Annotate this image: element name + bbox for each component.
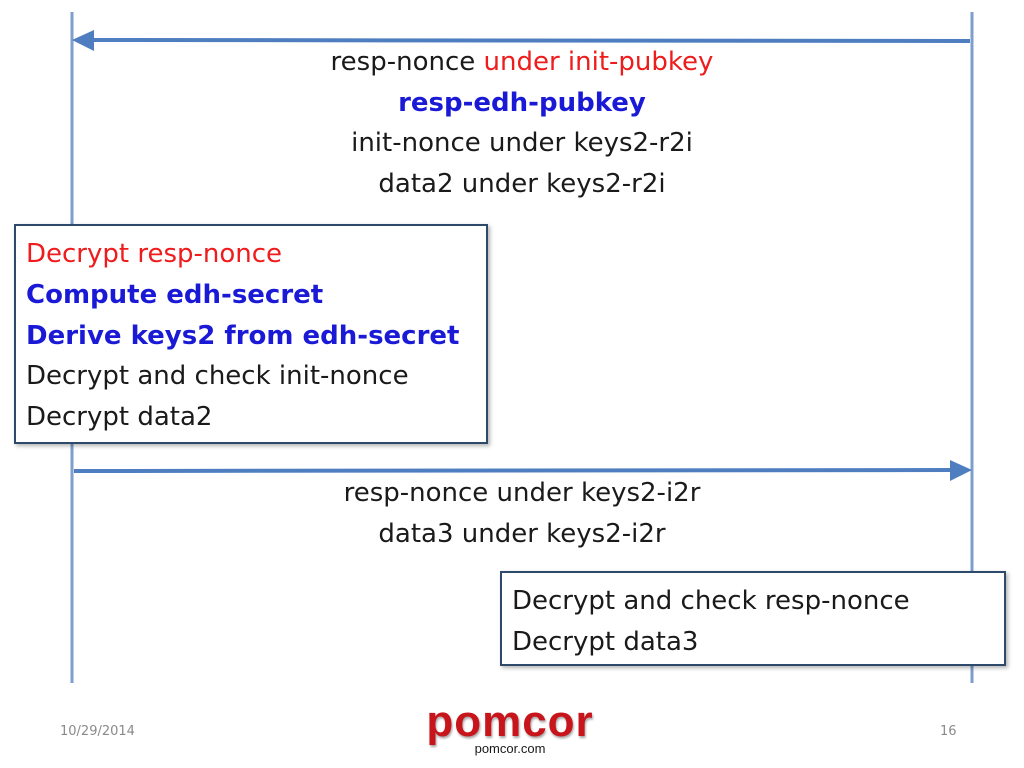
message-2-line-2: data3 under keys2-i2r bbox=[378, 518, 666, 549]
page-number: 16 bbox=[940, 724, 957, 739]
footer-date: 10/29/2014 bbox=[60, 724, 135, 739]
responder-step-1: Decrypt and check resp-nonce bbox=[512, 586, 910, 616]
message-1-line-1-plain: resp-nonce bbox=[330, 47, 476, 77]
pomcor-logo: pomcor pomcor.com bbox=[400, 700, 620, 756]
logo-url: pomcor.com bbox=[474, 741, 546, 756]
message-1-line-4: data2 under keys2-r2i bbox=[378, 168, 666, 199]
initiator-step-1: Decrypt resp-nonce bbox=[26, 239, 283, 269]
initiator-step-3: Derive keys2 from edh-secret bbox=[26, 320, 460, 351]
responder-step-2: Decrypt data3 bbox=[512, 626, 699, 657]
logo-wordmark: pomcor bbox=[426, 697, 594, 746]
message-1-line-1: resp-nonce under init-pubkey bbox=[222, 42, 822, 83]
message-2-label: resp-nonce under keys2-i2r data3 under k… bbox=[222, 473, 822, 554]
message-1-line-2: resp-edh-pubkey bbox=[398, 87, 646, 118]
initiator-step-5: Decrypt data2 bbox=[26, 402, 213, 433]
responder-processing-box: Decrypt and check resp-nonce Decrypt dat… bbox=[500, 571, 1006, 666]
arrow-responder-to-initiator bbox=[72, 30, 971, 51]
message-1-label: resp-nonce under init-pubkey resp-edh-pu… bbox=[222, 42, 822, 204]
message-1-line-3: init-nonce under keys2-r2i bbox=[351, 128, 693, 158]
arrow-initiator-to-responder bbox=[73, 460, 972, 481]
initiator-processing-box: Decrypt resp-nonce Compute edh-secret De… bbox=[14, 224, 488, 444]
initiator-step-4: Decrypt and check init-nonce bbox=[26, 361, 409, 392]
message-1-line-1-highlight: under init-pubkey bbox=[483, 47, 714, 77]
initiator-step-2: Compute edh-secret bbox=[26, 279, 324, 310]
message-2-line-1: resp-nonce under keys2-i2r bbox=[343, 478, 701, 508]
